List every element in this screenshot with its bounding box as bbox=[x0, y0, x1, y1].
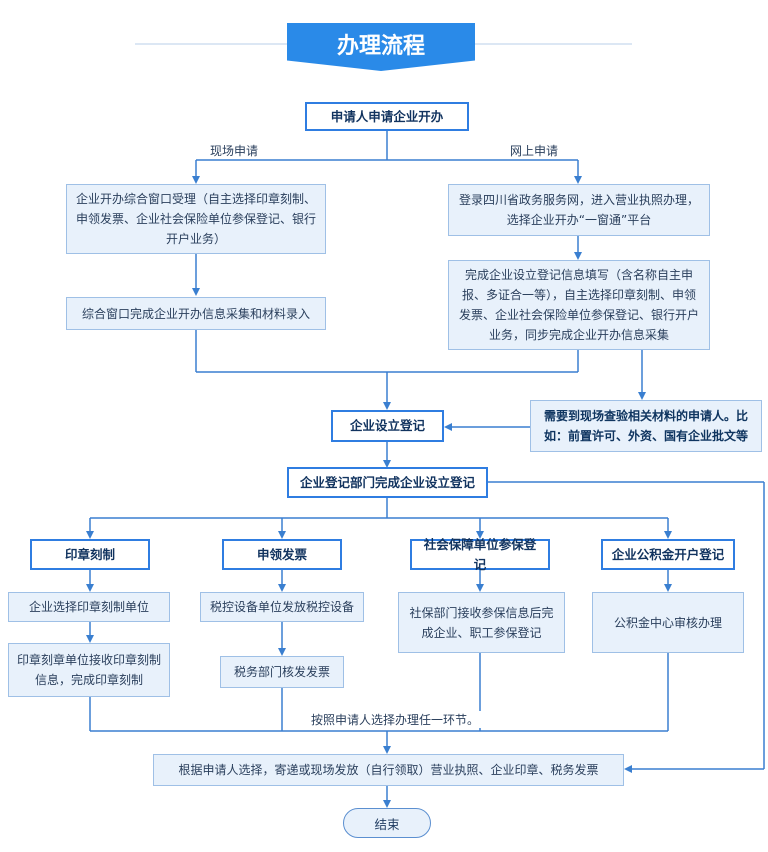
applicant-node: 申请人申请企业开办 bbox=[305, 102, 469, 131]
page-title: 办理流程 bbox=[336, 34, 425, 59]
login-portal-node: 登录四川省政务服务网，进入营业执照办理，选择企业开办“一窗通”平台 bbox=[448, 184, 710, 236]
title-banner: 办理流程 bbox=[287, 23, 475, 71]
social-insurance-node: 社会保障单位参保登记 bbox=[410, 537, 550, 572]
social-step-node: 社保部门接收参保信息后完成企业、职工参保登记 bbox=[398, 592, 565, 653]
seal-step1-node: 企业选择印章刻制单位 bbox=[8, 592, 170, 622]
window-complete-node: 综合窗口完成企业开办信息采集和材料录入 bbox=[66, 297, 326, 330]
end-label: 结束 bbox=[374, 816, 400, 832]
fund-step-node: 公积金中心审核办理 bbox=[592, 592, 744, 653]
online-fill-node: 完成企业设立登记信息填写（含名称自主申报、多证合一等），自主选择印章刻制、申领发… bbox=[448, 260, 710, 350]
seal-step2-node: 印章刻章单位接收印章刻制信息，完成印章刻制 bbox=[8, 643, 170, 697]
end-node: 结束 bbox=[343, 808, 431, 838]
invoice-step1-node: 税控设备单位发放税控设备 bbox=[200, 592, 364, 622]
invoice-step2-node: 税务部门核发发票 bbox=[220, 656, 344, 688]
registration-node: 企业设立登记 bbox=[331, 410, 444, 442]
onsite-branch-label: 现场申请 bbox=[210, 144, 259, 158]
online-branch-label: 网上申请 bbox=[510, 144, 559, 158]
seal-node: 印章刻制 bbox=[30, 539, 150, 570]
choose-note-label: 按照申请人选择办理任一环节。 bbox=[309, 711, 482, 728]
onsite-check-node: 需要到现场查验相关材料的申请人。比如：前置许可、外资、国有企业批文等 bbox=[530, 400, 762, 452]
provident-fund-node: 企业公积金开户登记 bbox=[601, 539, 735, 570]
invoice-node: 申领发票 bbox=[222, 539, 342, 570]
dept-complete-node: 企业登记部门完成企业设立登记 bbox=[287, 467, 488, 498]
window-accept-node: 企业开办综合窗口受理（自主选择印章刻制、申领发票、企业社会保险单位参保登记、银行… bbox=[66, 184, 326, 254]
deliver-node: 根据申请人选择，寄递或现场发放（自行领取）营业执照、企业印章、税务发票 bbox=[153, 754, 624, 786]
